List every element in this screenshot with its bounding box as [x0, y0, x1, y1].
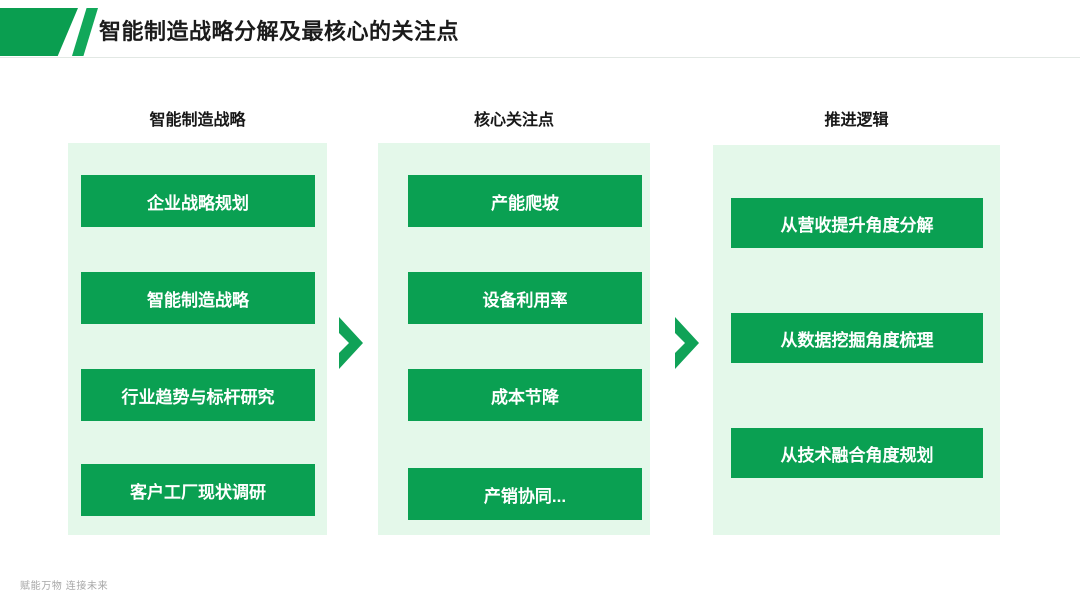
column-heading-focus: 核心关注点 — [473, 112, 554, 129]
header-divider — [0, 57, 1080, 58]
card-strategy-1[interactable]: 企业战略规划 — [81, 175, 315, 227]
column-heading-strategy: 智能制造战略 — [149, 112, 246, 129]
card-focus-4[interactable]: 产销协同... — [408, 468, 642, 520]
card-logic-3[interactable]: 从技术融合角度规划 — [731, 428, 983, 478]
card-focus-3[interactable]: 成本节降 — [408, 369, 642, 421]
card-logic-2[interactable]: 从数据挖掘角度梳理 — [731, 313, 983, 363]
footer-slogan: 赋能万物 连接未来 — [20, 581, 109, 592]
header-accent-slash-icon — [72, 8, 98, 56]
chevron-right-icon — [336, 315, 366, 371]
card-focus-1[interactable]: 产能爬坡 — [408, 175, 642, 227]
header-accent-block-icon — [0, 8, 78, 56]
card-strategy-3[interactable]: 行业趋势与标杆研究 — [81, 369, 315, 421]
card-focus-2[interactable]: 设备利用率 — [408, 272, 642, 324]
column-heading-logic: 推进逻辑 — [824, 112, 889, 129]
card-strategy-4[interactable]: 客户工厂现状调研 — [81, 464, 315, 516]
chevron-right-icon — [672, 315, 702, 371]
page-title: 智能制造战略分解及最核心的关注点 — [99, 19, 460, 44]
card-strategy-2[interactable]: 智能制造战略 — [81, 272, 315, 324]
card-logic-1[interactable]: 从营收提升角度分解 — [731, 198, 983, 248]
page-header: 智能制造战略分解及最核心的关注点 — [0, 0, 1080, 58]
